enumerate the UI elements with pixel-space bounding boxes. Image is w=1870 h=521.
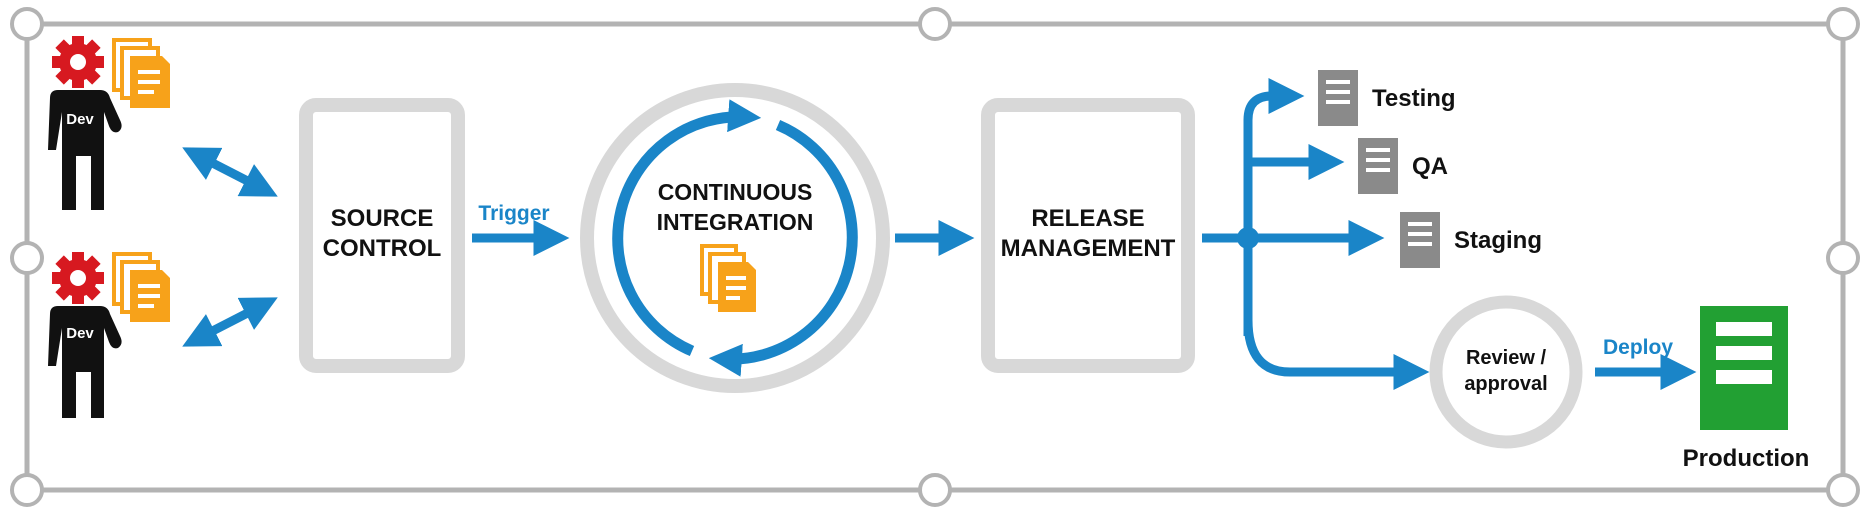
source-control-box: SOURCE CONTROL: [299, 98, 465, 373]
server-icon: [1358, 138, 1398, 194]
resize-handle-bottom[interactable]: [918, 473, 952, 507]
review-approval-circle: Review / approval: [1429, 295, 1583, 449]
document-stack-icon: [112, 252, 170, 322]
release-label-line1: RELEASE: [1031, 205, 1144, 232]
resize-handle-top-right[interactable]: [1826, 7, 1860, 41]
release-management-box: RELEASE MANAGEMENT: [981, 98, 1195, 373]
developer-person-icon: Dev: [48, 90, 122, 210]
gear-icon: [52, 252, 104, 304]
environment-label: QA: [1412, 153, 1448, 180]
dev2-source-arrow: [182, 297, 278, 347]
environment-qa: QA: [1358, 138, 1448, 194]
environment-testing: Testing: [1318, 70, 1456, 126]
production-server: Production: [1683, 306, 1810, 472]
continuous-integration-circle: CONTINUOUS INTEGRATION: [580, 83, 890, 393]
ci-label-line2: INTEGRATION: [657, 209, 814, 235]
developer-person-icon: Dev: [48, 306, 122, 418]
review-label-line1: Review /: [1466, 347, 1546, 369]
developer-2: Dev: [48, 252, 170, 418]
cycle-arrow-upper: [612, 99, 762, 357]
resize-handle-top[interactable]: [918, 7, 952, 41]
ci-label-line1: CONTINUOUS: [658, 179, 813, 205]
review-label-line2: approval: [1464, 373, 1547, 395]
resize-handle-bottom-right[interactable]: [1826, 473, 1860, 507]
developer-1: Dev: [48, 36, 170, 210]
server-icon: [1700, 306, 1788, 430]
document-stack-icon: [112, 38, 170, 108]
source-control-label-line1: SOURCE: [331, 205, 434, 232]
deploy-label: Deploy: [1603, 336, 1673, 359]
resize-handle-left[interactable]: [10, 241, 44, 275]
branch-arrows: [1202, 78, 1430, 390]
developer-label: Dev: [66, 111, 94, 128]
dev1-source-arrow: [182, 147, 278, 197]
source-control-label-line2: CONTROL: [323, 235, 442, 262]
server-icon: [1400, 212, 1440, 268]
resize-handle-bottom-left[interactable]: [10, 473, 44, 507]
gear-icon: [52, 36, 104, 88]
server-icon: [1318, 70, 1358, 126]
environment-staging: Staging: [1400, 212, 1542, 268]
release-label-line2: MANAGEMENT: [1001, 235, 1176, 262]
environment-label: Staging: [1454, 227, 1542, 254]
document-stack-icon: [700, 244, 756, 312]
developer-label: Dev: [66, 325, 94, 342]
resize-handle-top-left[interactable]: [10, 7, 44, 41]
branch-junction: [1237, 227, 1259, 249]
cycle-arrow-lower: [708, 119, 858, 377]
trigger-label: Trigger: [478, 202, 549, 225]
resize-handle-right[interactable]: [1826, 241, 1860, 275]
production-label: Production: [1683, 445, 1810, 472]
environment-label: Testing: [1372, 85, 1456, 112]
